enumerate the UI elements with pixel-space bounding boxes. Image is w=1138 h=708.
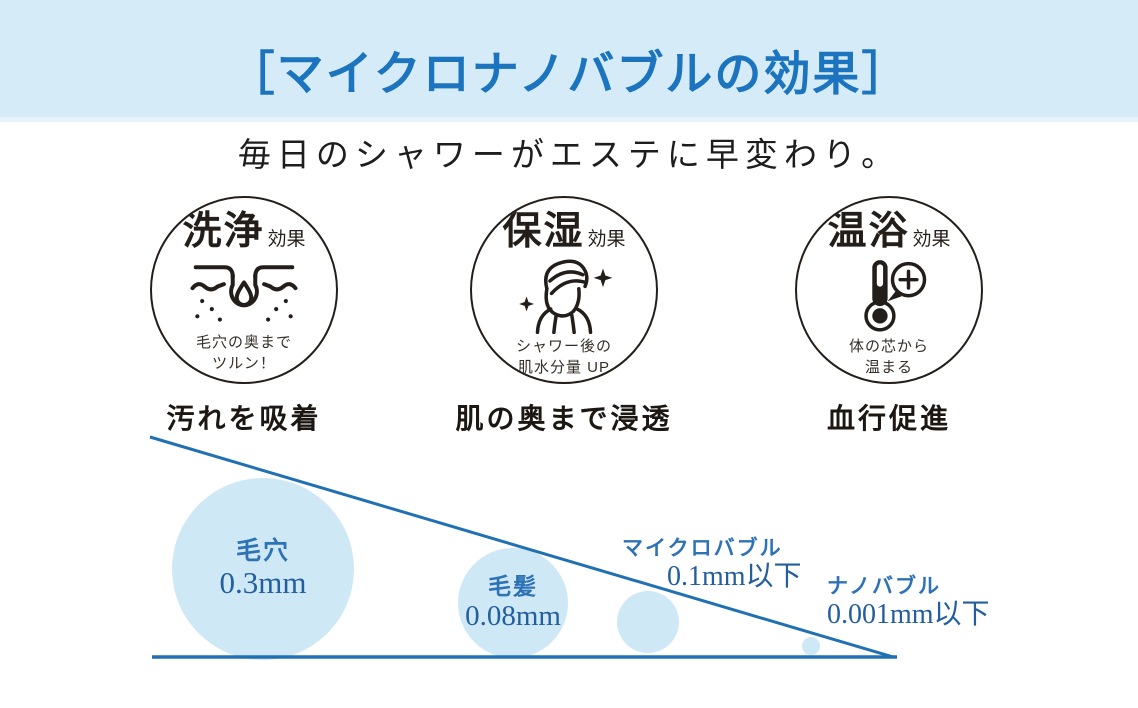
nano-bubble-size-label: ナノバブル 0.001mm以下: [827, 570, 1047, 629]
feature-warm-bath: 温浴 効果 体の芯から 温まる 血行促進: [764, 196, 1014, 437]
feature-caption: 肌の奥まで浸透: [455, 403, 673, 434]
feature-note: 毛穴の奥まで ツルン！: [196, 332, 292, 374]
towel-person-sparkle-icon: [519, 259, 613, 334]
hair-value: 0.08mm: [465, 600, 561, 632]
feature-name: 保湿: [502, 210, 585, 253]
feature-name: 温浴: [827, 210, 910, 253]
slope-line: [149, 435, 894, 659]
header-banner: ［マイクロナノバブルの効果］: [0, 0, 1138, 122]
feature-note-line2: ツルン！: [212, 354, 276, 372]
page-title: ［マイクロナノバブルの効果］: [227, 47, 911, 100]
feature-note-line1: シャワー後の: [515, 337, 612, 355]
hair-bubble: [458, 548, 568, 658]
feature-circle-moisturizing: 保湿 効果 シャワー: [470, 196, 658, 384]
feature-suffix: 効果: [267, 229, 306, 250]
feature-circle-warm-bath: 温浴 効果 体の芯から 温まる: [795, 196, 983, 384]
pore-bubble: [172, 478, 354, 660]
nano-bubble-value: 0.001mm以下: [827, 599, 990, 630]
pore-label: 毛穴: [235, 537, 290, 565]
subtitle: 毎日のシャワーがエステに早変わり。: [237, 136, 901, 173]
micro-bubble-label: マイクロバブル: [622, 537, 783, 560]
micro-bubble: [617, 591, 679, 653]
hair-label: 毛髪: [488, 573, 538, 599]
feature-suffix: 効果: [587, 229, 626, 250]
feature-note-line1: 毛穴の奥まで: [195, 333, 292, 351]
thermometer-plus-icon: [864, 260, 927, 332]
feature-note-line2: 温まる: [864, 358, 913, 376]
micro-bubble-value: 0.1mm以下: [667, 561, 802, 592]
feature-note: 体の芯から 温まる: [849, 336, 929, 378]
feature-note: シャワー後の 肌水分量 UP: [516, 336, 612, 378]
hair-size-label: 毛髪 0.08mm: [433, 567, 593, 631]
feature-heading: 洗浄 効果: [182, 210, 306, 253]
nano-bubble-label: ナノバブル: [827, 575, 941, 598]
nano-bubble: [802, 637, 820, 655]
pore-droplet-icon: [190, 265, 298, 322]
micro-bubble-size-label: マイクロバブル 0.1mm以下: [622, 532, 842, 591]
feature-moisturizing: 保湿 効果 シャワー: [439, 196, 689, 437]
feature-note-line2: 肌水分量 UP: [517, 358, 610, 376]
feature-caption: 血行促進: [826, 403, 951, 434]
pore-value: 0.3mm: [219, 565, 307, 600]
feature-suffix: 効果: [912, 229, 951, 250]
feature-heading: 保湿 効果: [502, 210, 626, 253]
feature-circle-washing: 洗浄 効果 毛穴の奥: [150, 196, 338, 384]
feature-note-line1: 体の芯から: [848, 337, 929, 355]
feature-caption: 汚れを吸着: [166, 403, 322, 434]
pore-size-label: 毛穴 0.3mm: [182, 531, 344, 600]
feature-name: 洗浄: [182, 210, 265, 253]
feature-heading: 温浴 効果: [827, 210, 951, 253]
feature-washing: 洗浄 効果 毛穴の奥: [119, 196, 369, 437]
